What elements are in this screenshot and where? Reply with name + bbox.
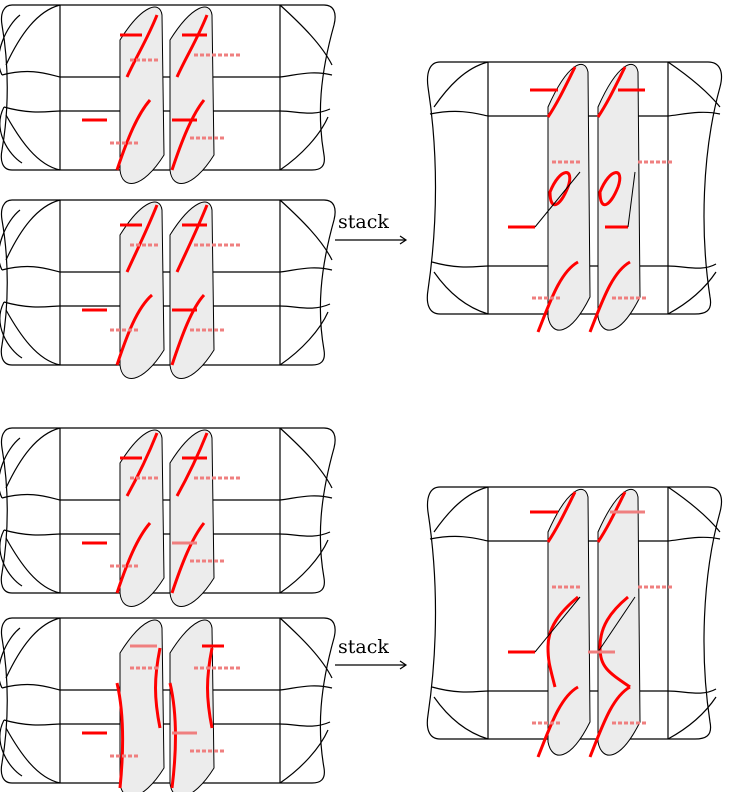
cell-top-2 [0,199,336,380]
cell-bottom-stacked [426,486,723,758]
cell-top-1 [0,4,336,185]
right-arrow-icon [335,235,408,245]
right-arrow-icon [335,660,408,670]
cell-bottom-2 [0,617,336,792]
cell-top-stacked [426,61,723,333]
stack-label-bottom: stack [338,636,389,658]
cell-bottom-1 [0,427,336,608]
stack-label-top: stack [338,211,389,233]
